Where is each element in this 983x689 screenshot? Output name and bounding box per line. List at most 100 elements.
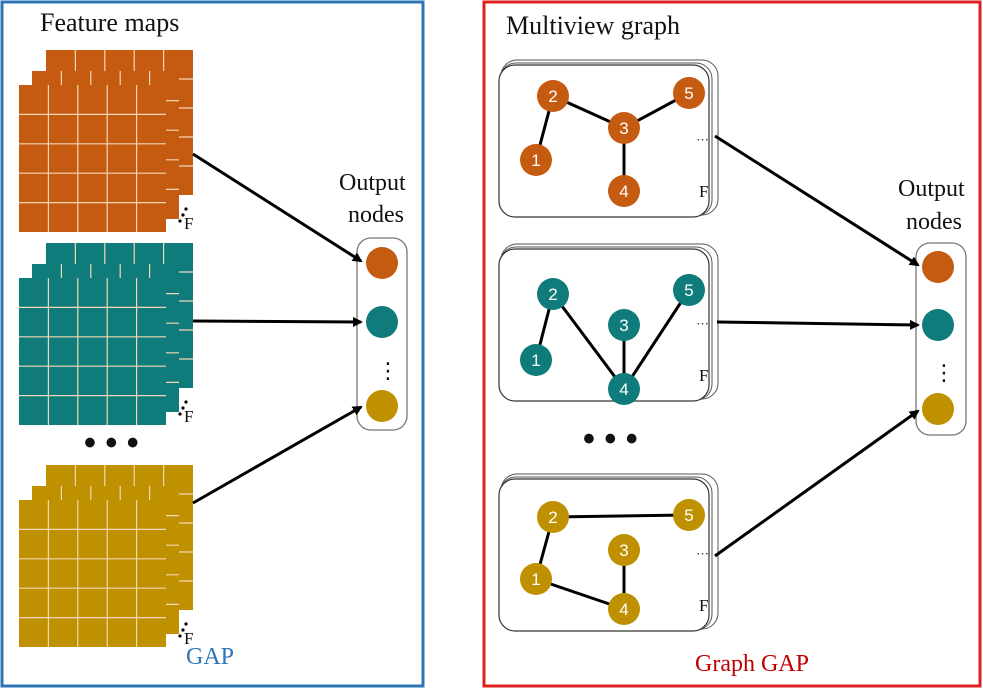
graph-node-1: 1 xyxy=(520,344,552,376)
depth-dot xyxy=(181,406,185,410)
depth-label: F xyxy=(184,214,193,233)
graph-node-label: 4 xyxy=(619,600,628,619)
graph-gap-label: Graph GAP xyxy=(695,651,809,677)
graph-node-label: 1 xyxy=(531,351,540,370)
depth-dot xyxy=(184,622,188,626)
graph-node-3: 3 xyxy=(608,534,640,566)
depth-dot xyxy=(184,207,188,211)
arrow-gold-graph-to-output xyxy=(714,409,920,558)
graph-card-front xyxy=(498,478,710,632)
feature-map-layer-fill xyxy=(19,500,166,647)
feature-map-layer xyxy=(19,85,166,232)
graph-stack-orange: ··· F 1 2 3 4 5 xyxy=(498,59,719,218)
graph-node-label: 1 xyxy=(531,151,540,170)
right-output-node-teal xyxy=(922,309,954,341)
feature-map-layer-fill xyxy=(19,278,166,425)
left-output-container xyxy=(356,237,408,431)
feature-map-layer xyxy=(19,500,166,647)
left-output-node-orange xyxy=(366,247,398,279)
graph-gap-panel: Multiview graph ···F12345···F12345···F12… xyxy=(482,0,982,688)
graph-node-2: 2 xyxy=(537,80,569,112)
gap-panel-frame xyxy=(0,0,425,688)
graph-node-4: 4 xyxy=(608,175,640,207)
graph-node-circle xyxy=(608,112,640,144)
graph-edge-4-5 xyxy=(622,289,691,390)
graph-node-circle xyxy=(608,309,640,341)
graph-node-2: 2 xyxy=(537,501,569,533)
graph-node-label: 5 xyxy=(684,506,693,525)
depth-dot xyxy=(184,400,188,404)
graphs-ellipsis: • • • xyxy=(583,420,638,458)
graph-node-circle xyxy=(608,175,640,207)
graph-node-label: 3 xyxy=(619,119,628,138)
depth-dot xyxy=(178,634,182,638)
arrow-teal-map-to-output xyxy=(192,316,363,327)
right-output-title-line1: Output xyxy=(898,176,965,202)
graph-node-circle xyxy=(537,80,569,112)
graph-node-label: 4 xyxy=(619,380,628,399)
depth-dot xyxy=(181,213,185,217)
graph-depth-label: F xyxy=(699,596,708,615)
graph-stack-gold: ··· F 1 2 3 4 5 xyxy=(498,473,719,632)
graph-depth-label: F xyxy=(699,182,708,201)
depth-dot xyxy=(178,219,182,223)
graph-node-circle xyxy=(520,344,552,376)
graph-node-circle xyxy=(537,501,569,533)
depth-dot xyxy=(178,412,182,416)
arrow-orange-graph-to-output xyxy=(714,134,920,267)
graph-node-5: 5 xyxy=(673,499,705,531)
graph-node-label: 2 xyxy=(548,285,557,304)
feature-map-layer-fill xyxy=(19,85,166,232)
graph-node-4: 4 xyxy=(608,373,640,405)
graph-node-label: 1 xyxy=(531,570,540,589)
depth-label: F xyxy=(184,629,193,648)
graph-node-label: 3 xyxy=(619,541,628,560)
graph-node-1: 1 xyxy=(520,563,552,595)
arrow-orange-map-to-output xyxy=(192,152,363,263)
right-output-title-line2: nodes xyxy=(906,209,962,235)
left-output-title-line2: nodes xyxy=(348,202,404,228)
right-output-container xyxy=(915,242,967,436)
gap-panel: Feature maps FFF • • • GAP Output nodes … xyxy=(0,0,425,688)
graph-node-circle xyxy=(673,499,705,531)
graph-node-label: 5 xyxy=(684,84,693,103)
left-output-node-teal xyxy=(366,306,398,338)
graph-node-label: 2 xyxy=(548,87,557,106)
graph-node-5: 5 xyxy=(673,77,705,109)
graph-node-circle xyxy=(520,563,552,595)
feature-map-layer xyxy=(19,278,166,425)
graph-node-3: 3 xyxy=(608,309,640,341)
feature-maps-ellipsis: • • • xyxy=(84,424,139,462)
graph-node-1: 1 xyxy=(520,144,552,176)
graph-node-4: 4 xyxy=(608,593,640,625)
right-output-node-gold xyxy=(922,393,954,425)
feature-map-stack-teal: F xyxy=(19,243,193,426)
graph-more-views: ··· xyxy=(696,316,709,331)
graph-node-2: 2 xyxy=(537,278,569,310)
graph-node-label: 2 xyxy=(548,508,557,527)
multiview-graph-title: Multiview graph xyxy=(506,11,680,40)
graph-node-circle xyxy=(673,274,705,306)
feature-map-stack-gold: F xyxy=(19,465,193,648)
right-output-node-orange xyxy=(922,251,954,283)
graph-node-circle xyxy=(608,593,640,625)
arrow-teal-graph-to-output xyxy=(716,319,920,330)
graph-card-front xyxy=(498,248,710,402)
graph-more-views: ··· xyxy=(696,546,709,561)
graph-node-circle xyxy=(537,278,569,310)
graph-more-views: ··· xyxy=(696,132,709,147)
graph-node-circle xyxy=(673,77,705,109)
graph-node-3: 3 xyxy=(608,112,640,144)
depth-dot xyxy=(181,628,185,632)
graph-node-circle xyxy=(608,373,640,405)
graph-node-circle xyxy=(520,144,552,176)
right-output-ellipsis: ⋮ xyxy=(933,360,955,385)
graph-node-circle xyxy=(608,534,640,566)
left-output-title-line1: Output xyxy=(339,170,406,196)
left-output-node-gold xyxy=(366,390,398,422)
graph-node-label: 4 xyxy=(619,182,628,201)
arrow-gold-map-to-output xyxy=(192,405,363,505)
